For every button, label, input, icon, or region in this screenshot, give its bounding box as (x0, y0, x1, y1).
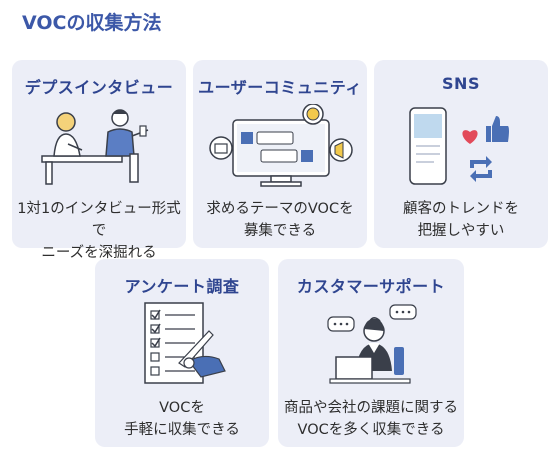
card-depth-interview: デプスインタビュー 1対1のインタビュー形式で ニーズを深掘れる (12, 60, 186, 261)
card-title: ユーザーコミュニティ (198, 78, 362, 97)
card-sns: SNS 顧客のトレンドを 把握しやすい (374, 60, 548, 248)
interview-illustration (36, 104, 164, 188)
desc-line-2: ニーズを深掘れる (41, 245, 157, 261)
card-description: 顧客のトレンドを 把握しやすい (374, 198, 548, 242)
desc-line-1: 求めるテーマのVOCを (206, 201, 354, 217)
card-customer-support: カスタマーサポート 商品や会社の課題に関する VOCを多く収集できる (278, 259, 464, 447)
card-title: カスタマーサポート (296, 277, 446, 296)
card-title: デプスインタビュー (24, 78, 174, 97)
card-description: VOCを 手軽に収集できる (95, 397, 269, 441)
desc-line-2: VOCを多く収集できる (297, 422, 445, 438)
desc-line-1: 商品や会社の課題に関する (284, 400, 458, 416)
card-description: 1対1のインタビュー形式で ニーズを深掘れる (12, 198, 186, 264)
card-title: アンケート調査 (124, 277, 240, 296)
desc-line-2: 手軽に収集できる (124, 422, 240, 438)
survey-illustration (139, 301, 229, 387)
desc-line-1: VOCを (159, 400, 205, 416)
card-user-community: ユーザーコミュニティ 求めるテーマのVOCを 募集できる (193, 60, 367, 248)
desc-line-1: 顧客のトレンドを (403, 201, 519, 217)
support-illustration (322, 303, 422, 387)
desc-line-1: 1対1のインタビュー形式で (17, 201, 181, 239)
card-survey: アンケート調査 VOCを 手軽に収集できる (95, 259, 269, 447)
page-title: VOCの収集方法 (22, 12, 162, 34)
card-description: 商品や会社の課題に関する VOCを多く収集できる (278, 397, 464, 441)
sns-illustration (404, 104, 518, 188)
desc-line-2: 把握しやすい (417, 223, 505, 239)
card-description: 求めるテーマのVOCを 募集できる (193, 198, 367, 242)
desc-line-2: 募集できる (243, 223, 317, 239)
community-illustration (209, 104, 353, 188)
card-title: SNS (442, 74, 480, 93)
